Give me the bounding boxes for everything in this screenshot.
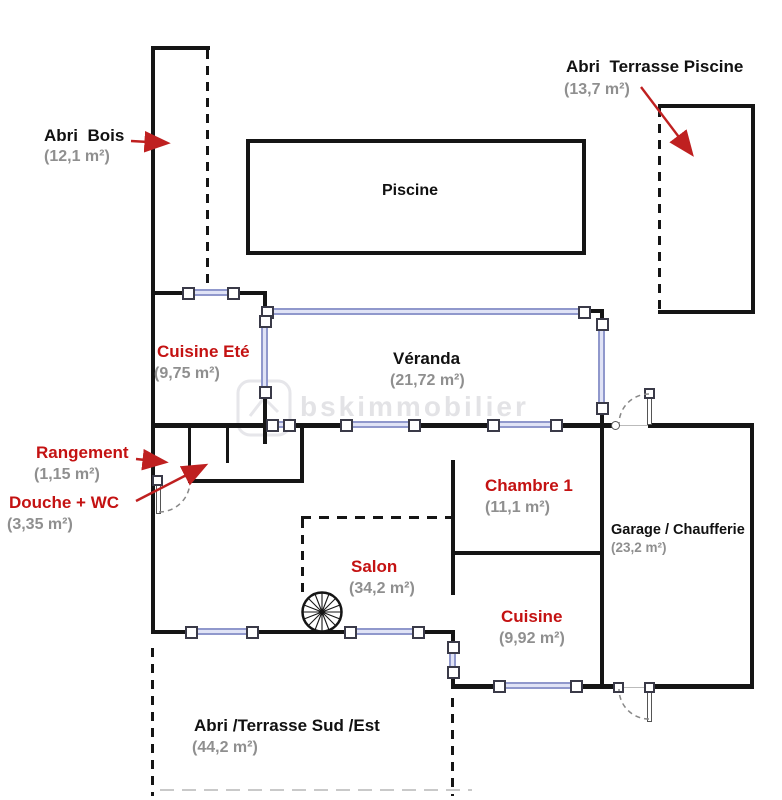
room-label-veranda: Véranda: [393, 349, 461, 368]
room-label-cuisine-ete: Cuisine Eté: [157, 342, 250, 361]
wall-segment: [600, 684, 754, 689]
wall-segment: [600, 412, 604, 425]
room-label-chambre-1: Chambre 1: [485, 476, 573, 495]
window-cap: [447, 666, 460, 679]
room-area-cuisine: (9,92 m²): [499, 630, 565, 647]
window-cap: [570, 680, 583, 693]
window-cap: [182, 287, 195, 300]
window: [272, 421, 287, 428]
window-cap: [493, 680, 506, 693]
door-swing-arcs: [158, 393, 650, 720]
door-threshold: [617, 687, 649, 688]
window: [191, 628, 250, 635]
wall-dashed: [451, 698, 454, 796]
watermark-text: bskimmobilier: [300, 391, 529, 422]
wall-segment: [600, 425, 604, 688]
window: [499, 682, 573, 689]
room-label-garage: Garage / Chaufferie: [611, 522, 745, 538]
window-cap: [340, 419, 353, 432]
door-hinge-cap: [152, 475, 163, 486]
room-area-abri-terrasse-piscine: (13,7 m²): [564, 81, 630, 98]
room-area-abri-terrasse-sud: (44,2 m²): [192, 739, 258, 756]
window: [267, 308, 582, 315]
window-cap: [408, 419, 421, 432]
door-hinge-cap: [644, 682, 655, 693]
room-area-cuisine-ete: (9,75 m²): [154, 365, 220, 382]
room-area-abri-bois: (12,1 m²): [44, 148, 110, 165]
wall-segment: [750, 425, 754, 688]
window-cap: [487, 419, 500, 432]
door-hinge-cap: [613, 682, 624, 693]
room-label-abri-bois: Abri Bois: [44, 126, 125, 145]
window-cap: [596, 318, 609, 331]
piscine-outline: [246, 139, 586, 255]
wall-segment: [588, 309, 604, 313]
room-area-rangement: (1,15 m²): [34, 466, 100, 483]
window: [261, 324, 268, 386]
room-label-douche-wc: Douche + WC: [9, 493, 120, 512]
wall-segment: [188, 427, 191, 481]
window-cap: [412, 626, 425, 639]
wall-segment: [151, 46, 155, 634]
room-label-abri-terrasse-sud: Abri /Terrasse Sud /Est: [194, 716, 380, 735]
wall-segment: [751, 104, 755, 314]
door-threshold: [616, 425, 648, 426]
window-cap: [246, 626, 259, 639]
window-cap: [447, 641, 460, 654]
window-cap: [578, 306, 591, 319]
room-label-abri-terrasse-piscine: Abri Terrasse Piscine: [566, 57, 744, 76]
room-label-rangement: Rangement: [36, 443, 129, 462]
wall-dashed: [301, 516, 453, 519]
room-label-salon: Salon: [351, 557, 398, 576]
wall-segment: [300, 427, 304, 483]
wall-segment: [188, 479, 304, 483]
window: [493, 421, 554, 428]
window-cap: [185, 626, 198, 639]
window: [186, 289, 236, 296]
wall-segment: [151, 46, 210, 50]
door-leaf: [647, 690, 652, 722]
window: [598, 326, 605, 404]
door-stop: [611, 421, 620, 430]
window-cap: [283, 419, 296, 432]
room-label-piscine: Piscine: [382, 182, 439, 199]
wall-segment: [451, 551, 604, 555]
wall-segment: [451, 460, 455, 595]
window-cap: [550, 419, 563, 432]
window: [346, 421, 412, 428]
wall-segment: [600, 309, 604, 325]
window: [350, 628, 416, 635]
wall-segment: [658, 310, 755, 314]
door-hinge-cap: [644, 388, 655, 399]
window-cap: [259, 386, 272, 399]
room-area-douche-wc: (3,35 m²): [7, 516, 73, 533]
room-area-chambre-1: (11,1 m²): [485, 499, 550, 516]
wall-dashed: [658, 108, 661, 310]
terrace-edge-line: [160, 789, 472, 791]
wall-segment: [658, 104, 755, 108]
spiral-staircase: [301, 591, 343, 633]
room-area-salon: (34,2 m²): [349, 580, 415, 597]
wall-segment: [263, 291, 267, 315]
wall-dashed: [151, 648, 154, 796]
wall-dashed: [301, 519, 304, 595]
room-label-cuisine: Cuisine: [501, 607, 563, 626]
window-cap: [344, 626, 357, 639]
room-area-garage: (23,2 m²): [611, 540, 667, 555]
window-cap: [259, 315, 272, 328]
window-cap: [596, 402, 609, 415]
window: [449, 650, 456, 668]
wall-dashed: [206, 50, 209, 290]
wall-segment: [263, 396, 267, 444]
wall-segment: [151, 423, 754, 428]
window-cap: [227, 287, 240, 300]
room-area-veranda: (21,72 m²): [390, 372, 465, 389]
wall-segment: [226, 427, 229, 463]
window-cap: [266, 419, 279, 432]
